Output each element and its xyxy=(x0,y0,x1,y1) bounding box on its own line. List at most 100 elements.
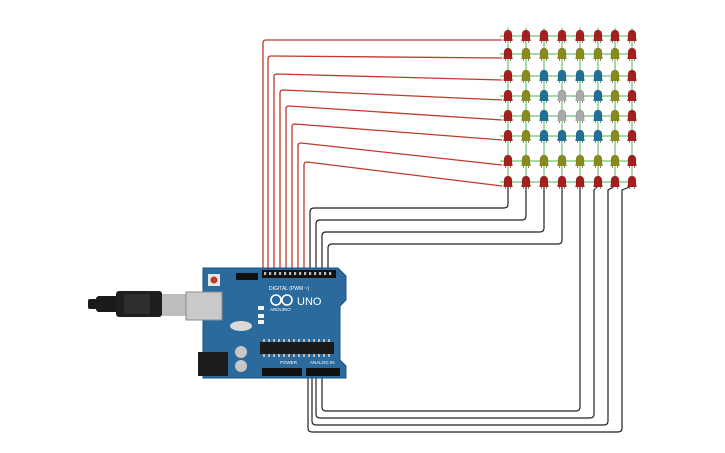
usb-cable[interactable] xyxy=(88,291,188,317)
led[interactable] xyxy=(557,154,567,168)
led[interactable] xyxy=(521,109,531,123)
column-wire[interactable] xyxy=(321,186,581,412)
led[interactable] xyxy=(575,69,585,83)
led[interactable] xyxy=(557,69,567,83)
led[interactable] xyxy=(593,129,603,143)
led[interactable] xyxy=(503,109,513,123)
led[interactable] xyxy=(575,109,585,123)
led[interactable] xyxy=(539,69,549,83)
row-wire[interactable] xyxy=(290,123,503,273)
led[interactable] xyxy=(575,29,585,43)
led[interactable] xyxy=(593,47,603,61)
row-wire[interactable] xyxy=(300,161,503,273)
led[interactable] xyxy=(610,89,620,103)
row-wire[interactable] xyxy=(295,142,503,273)
led-body xyxy=(557,89,567,101)
led-rim xyxy=(610,57,620,59)
digital-header-label: DIGITAL (PWM ~) xyxy=(269,286,309,292)
led-body xyxy=(593,175,603,187)
led[interactable] xyxy=(539,129,549,143)
led[interactable] xyxy=(593,69,603,83)
row-wire[interactable] xyxy=(285,105,503,273)
led[interactable] xyxy=(593,175,603,189)
led[interactable] xyxy=(503,175,513,189)
led[interactable] xyxy=(539,29,549,43)
led[interactable] xyxy=(503,89,513,103)
led[interactable] xyxy=(557,109,567,123)
column-wire[interactable] xyxy=(309,186,509,272)
led[interactable] xyxy=(627,109,637,123)
led-rim xyxy=(503,119,513,121)
arduino-board[interactable]: DIGITAL (PWM ~) ARDUINO UNO POWER ANALOG… xyxy=(185,267,347,379)
led[interactable] xyxy=(539,109,549,123)
led[interactable] xyxy=(557,129,567,143)
row-wire[interactable] xyxy=(273,73,503,273)
led[interactable] xyxy=(503,154,513,168)
led[interactable] xyxy=(503,29,513,43)
led[interactable] xyxy=(557,47,567,61)
header-pin xyxy=(289,272,292,275)
led[interactable] xyxy=(627,175,637,189)
led[interactable] xyxy=(557,29,567,43)
row-wire[interactable] xyxy=(262,39,502,273)
led[interactable] xyxy=(627,129,637,143)
led[interactable] xyxy=(593,89,603,103)
led[interactable] xyxy=(521,47,531,61)
led[interactable] xyxy=(521,29,531,43)
led[interactable] xyxy=(627,89,637,103)
led-rim xyxy=(539,39,549,41)
led-rim xyxy=(557,57,567,59)
led[interactable] xyxy=(539,154,549,168)
led[interactable] xyxy=(521,89,531,103)
led[interactable] xyxy=(610,154,620,168)
led[interactable] xyxy=(593,109,603,123)
led[interactable] xyxy=(521,69,531,83)
led[interactable] xyxy=(575,154,585,168)
led[interactable] xyxy=(503,129,513,143)
chip-pin xyxy=(328,354,330,357)
led-body xyxy=(503,109,513,121)
led[interactable] xyxy=(575,89,585,103)
led[interactable] xyxy=(593,154,603,168)
led[interactable] xyxy=(557,89,567,103)
led[interactable] xyxy=(593,29,603,43)
led[interactable] xyxy=(521,154,531,168)
row-wire[interactable] xyxy=(267,55,503,273)
led[interactable] xyxy=(521,175,531,189)
led[interactable] xyxy=(610,175,620,189)
capacitor-1 xyxy=(235,346,247,358)
row-wire[interactable] xyxy=(279,89,503,272)
led[interactable] xyxy=(627,29,637,43)
led[interactable] xyxy=(575,129,585,143)
column-wire[interactable] xyxy=(311,185,616,426)
column-wire[interactable] xyxy=(321,186,545,272)
led[interactable] xyxy=(575,175,585,189)
column-wire[interactable] xyxy=(307,185,633,433)
led[interactable] xyxy=(610,109,620,123)
led[interactable] xyxy=(627,47,637,61)
led[interactable] xyxy=(610,47,620,61)
aref-gnd-header xyxy=(236,273,258,280)
led[interactable] xyxy=(539,175,549,189)
usb-b-port xyxy=(185,291,223,321)
led[interactable] xyxy=(503,47,513,61)
column-wire[interactable] xyxy=(315,186,527,272)
led[interactable] xyxy=(575,47,585,61)
led-rim xyxy=(610,164,620,166)
power-label: POWER xyxy=(280,360,298,365)
led[interactable] xyxy=(610,29,620,43)
led[interactable] xyxy=(539,47,549,61)
column-wire[interactable] xyxy=(315,185,599,419)
led[interactable] xyxy=(521,129,531,143)
led-rim xyxy=(539,99,549,101)
led[interactable] xyxy=(627,154,637,168)
led[interactable] xyxy=(627,69,637,83)
led[interactable] xyxy=(503,69,513,83)
led-rim xyxy=(557,185,567,187)
led[interactable] xyxy=(610,69,620,83)
led[interactable] xyxy=(610,129,620,143)
led[interactable] xyxy=(557,175,567,189)
led[interactable] xyxy=(539,89,549,103)
chip-pin xyxy=(278,339,280,342)
column-wire[interactable] xyxy=(327,186,563,272)
